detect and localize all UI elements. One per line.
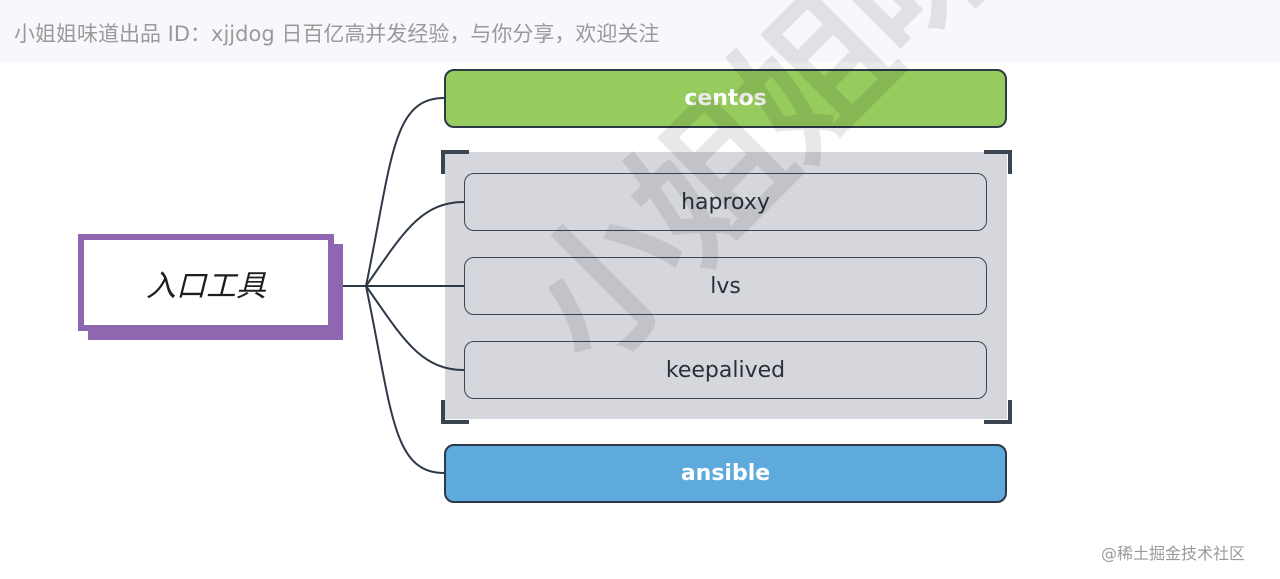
node-haproxy-label: haproxy (681, 189, 770, 215)
connector-centos (365, 97, 445, 287)
node-haproxy[interactable]: haproxy (464, 173, 987, 231)
node-lvs-label: lvs (710, 273, 741, 299)
node-ansible-label: ansible (680, 461, 771, 486)
node-centos-label: centos (684, 86, 767, 111)
node-keepalived-label: keepalived (665, 357, 786, 383)
root-node-label: 入口工具 (146, 268, 266, 304)
node-centos[interactable]: centos (444, 69, 1007, 128)
node-ansible[interactable]: ansible (444, 444, 1007, 503)
connector-keepalived (365, 285, 465, 371)
header-text: 小姐姐味道出品 ID：xjjdog 日百亿高并发经验，与你分享，欢迎关注 (14, 22, 660, 46)
connector-haproxy (365, 201, 465, 287)
group-corner-top-right (984, 150, 1012, 174)
header-bar: 小姐姐味道出品 ID：xjjdog 日百亿高并发经验，与你分享，欢迎关注 (0, 0, 1280, 62)
group-corner-bottom-right (984, 400, 1012, 424)
node-lvs[interactable]: lvs (464, 257, 987, 315)
connector-ansible (365, 285, 445, 474)
group-corner-top-left (441, 150, 469, 174)
credit-text: @稀土掘金技术社区 (1101, 544, 1246, 563)
node-keepalived[interactable]: keepalived (464, 341, 987, 399)
group-corner-bottom-left (441, 400, 469, 424)
root-node[interactable]: 入口工具 (78, 234, 334, 331)
